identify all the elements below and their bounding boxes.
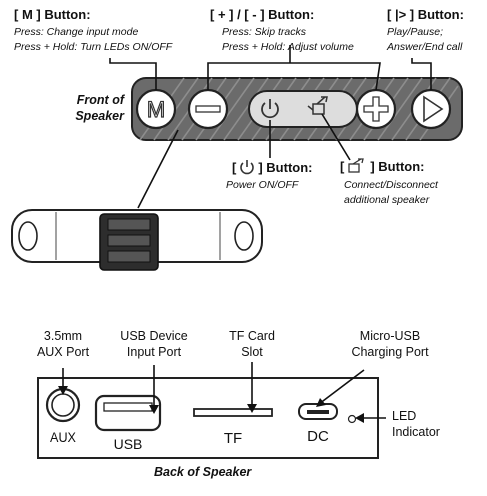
tf-panel-marking: TF	[223, 430, 243, 447]
speaker-side-view	[11, 209, 263, 271]
arrowheads	[58, 386, 364, 423]
connect-title-open: [	[340, 158, 345, 174]
power-title-close: ] Button:	[258, 159, 313, 175]
front-of-speaker-label: Front of Speaker	[60, 92, 124, 124]
micro-usb-tongue	[307, 410, 329, 414]
play-button-desc-2: Answer/End call	[387, 41, 463, 53]
skip-button-desc-1: Press: Skip tracks	[222, 26, 307, 38]
front-label-line2: Speaker	[75, 109, 124, 123]
play-button-title: [ |> ] Button:	[387, 7, 464, 22]
aux-label-line1: 3.5mm	[43, 329, 83, 343]
m-glyph: M	[147, 97, 165, 122]
dc-label-line1: Micro-USB	[359, 329, 421, 343]
led-label-line1: LED	[392, 409, 417, 423]
aux-label-line2: AUX Port	[36, 345, 90, 359]
m-button-desc-2: Press + Hold: Turn LEDs ON/OFF	[14, 41, 173, 53]
power-button-title: [ ] Button:	[232, 158, 312, 176]
connect-icon	[348, 158, 365, 173]
usb-port-tongue	[103, 402, 153, 412]
aux-panel-marking: AUX	[50, 429, 76, 445]
usb-port	[94, 394, 162, 432]
aux-port-label: 3.5mm AUX Port	[23, 328, 103, 360]
tf-label-line1: TF Card	[229, 329, 275, 343]
tf-slot-label: TF Card Slot	[212, 328, 292, 360]
tf-label-line2: Slot	[241, 345, 263, 359]
connect-title-close: ] Button:	[370, 158, 425, 174]
usb-port-label: USB Device Input Port	[108, 328, 200, 360]
power-icon	[261, 99, 279, 119]
play-button-desc-1: Play/Pause;	[387, 26, 444, 38]
led-label-line2: Indicator	[392, 425, 440, 439]
connect-button-desc-1: Connect/Disconnect	[344, 179, 438, 191]
power-button-desc: Power ON/OFF	[226, 179, 299, 191]
dc-panel-marking: DC	[307, 428, 329, 445]
center-pill	[248, 90, 358, 128]
power-title-open: [	[232, 159, 237, 175]
skip-button-title: [ + ] / [ - ] Button:	[210, 7, 315, 22]
play-icon	[423, 95, 444, 123]
led-indicator	[347, 414, 357, 424]
led-indicator-label: LED Indicator	[392, 408, 440, 440]
dc-label-line2: Charging Port	[351, 345, 429, 359]
connect-button-desc-2: additional speaker	[344, 194, 430, 206]
m-button-desc-1: Press: Change input mode	[14, 26, 139, 38]
skip-button-desc-2: Press + Hold: Adjust volume	[222, 41, 354, 53]
aux-port-jack	[51, 393, 75, 417]
m-button-title: [ M ] Button:	[14, 7, 91, 22]
play-button[interactable]	[410, 88, 452, 130]
front-callouts	[109, 45, 432, 209]
power-button[interactable]	[261, 99, 279, 119]
m-button[interactable]: M	[135, 88, 177, 130]
back-callouts	[62, 362, 386, 419]
usb-label-line1: USB Device	[120, 329, 188, 343]
front-label-line1: Front of	[76, 93, 124, 107]
back-of-speaker-label: Back of Speaker	[154, 465, 252, 479]
usb-panel-marking: USB	[113, 436, 143, 452]
usb-label-line2: Input Port	[126, 345, 182, 359]
tf-card-slot	[193, 408, 273, 417]
connect-icon	[307, 96, 328, 115]
connect-button[interactable]	[307, 96, 328, 115]
plus-icon	[363, 96, 389, 122]
minus-button[interactable]	[187, 88, 229, 130]
minus-icon	[195, 105, 221, 113]
dc-port-label: Micro-USB Charging Port	[340, 328, 440, 360]
connect-button-title: [ ] Button:	[340, 158, 424, 174]
plus-button[interactable]	[355, 88, 397, 130]
power-icon	[240, 160, 255, 175]
